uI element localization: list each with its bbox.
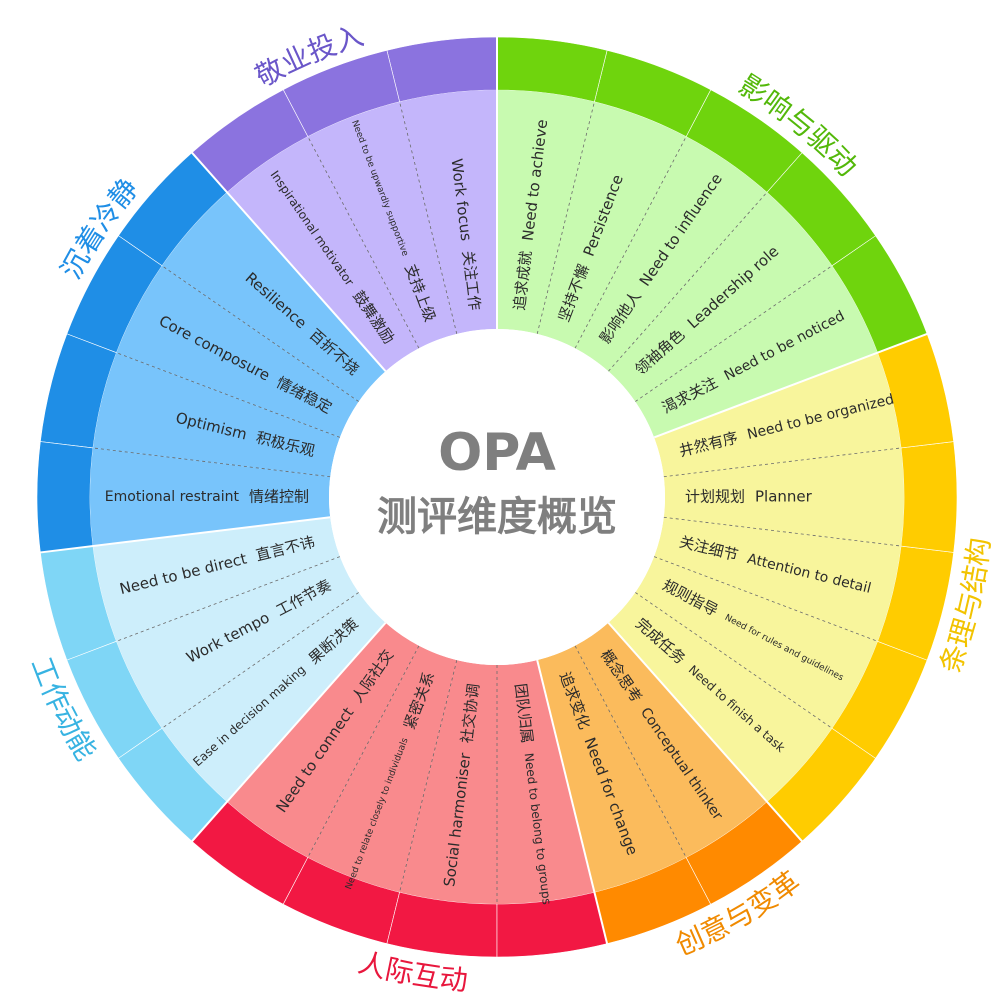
sector-divider-interpersonal-1 [399,660,458,893]
sector-work_drive-1[interactable] [116,556,359,729]
sector-divider-calm-0 [161,265,359,402]
sector-en-calm-3: Emotional restraint [105,489,240,505]
sector-structure-3[interactable] [663,447,904,547]
sector-innovation-0[interactable] [537,645,687,893]
sector-calm-2[interactable] [92,352,340,477]
sector-divider-work_drive-0 [116,556,341,642]
sector-structure-4[interactable] [654,352,902,477]
sector-interpersonal-2[interactable] [399,660,497,904]
group-boundary-influence [653,332,929,439]
sector-influence-4[interactable] [497,90,595,334]
sector-divider-influence-2 [574,136,687,349]
sector-structure-1[interactable] [635,556,878,729]
sector-divider-work_drive-1 [161,592,359,729]
wheel-dividers [39,36,929,945]
sector-influence-2[interactable] [575,136,767,372]
sector-divider-structure-0 [635,592,833,729]
sector-divider-structure-1 [653,556,878,642]
group-boundary-structure [607,622,804,843]
sector-work_drive-0[interactable] [92,517,340,642]
sector-structure-0[interactable] [608,592,832,802]
sector-interpersonal-3[interactable] [497,660,595,904]
group-boundary-innovation [536,659,609,945]
wheel-rings [36,36,958,958]
sector-interpersonal-1[interactable] [307,645,457,893]
outer-band-calm-3 [36,441,94,553]
sector-interpersonal-0[interactable] [227,622,419,858]
group-boundary-work_drive [39,516,331,554]
sector-influence-3[interactable] [537,101,687,349]
sector-divider-influence-0 [635,265,833,402]
center-title: OPA [438,423,556,483]
sector-work_drive-2[interactable] [162,592,386,802]
sector-divider-calm-1 [116,352,341,438]
sector-divider-structure-2 [663,516,902,547]
sector-zh-calm-3: 情绪控制 [249,488,309,506]
sector-innovation-1[interactable] [575,622,767,858]
sector-engagement-2[interactable] [227,136,419,372]
sector-label-calm-3: 情绪控制 Emotional restraint [105,488,309,506]
sector-divider-innovation-0 [574,645,687,858]
sector-structure-2[interactable] [654,517,902,642]
sector-calm-3[interactable] [90,447,331,547]
sector-divider-interpersonal-0 [307,645,420,858]
sector-engagement-1[interactable] [307,101,457,349]
sector-divider-structure-3 [663,447,902,478]
group-boundary-interpersonal [190,622,387,843]
sector-divider-influence-1 [608,192,768,372]
sector-divider-engagement-1 [307,136,420,349]
sector-zh-structure-3: 计划规划 [685,488,745,506]
sector-divider-engagement-0 [399,101,458,334]
sector-engagement-0[interactable] [399,90,497,334]
sector-divider-calm-2 [92,447,331,478]
sector-influence-1[interactable] [608,192,832,402]
center-circle [329,329,665,665]
sector-influence-0[interactable] [635,265,878,438]
sector-calm-0[interactable] [162,192,386,402]
outer-band-structure-3 [900,441,958,553]
sector-en-structure-3: Planner [755,488,813,506]
center-subtitle: 测评维度概览 [377,494,617,540]
sector-label-structure-3: 计划规划 Planner [685,488,813,506]
sector-calm-1[interactable] [116,265,359,438]
sector-divider-influence-3 [536,101,595,334]
group-boundary-calm [190,151,387,372]
